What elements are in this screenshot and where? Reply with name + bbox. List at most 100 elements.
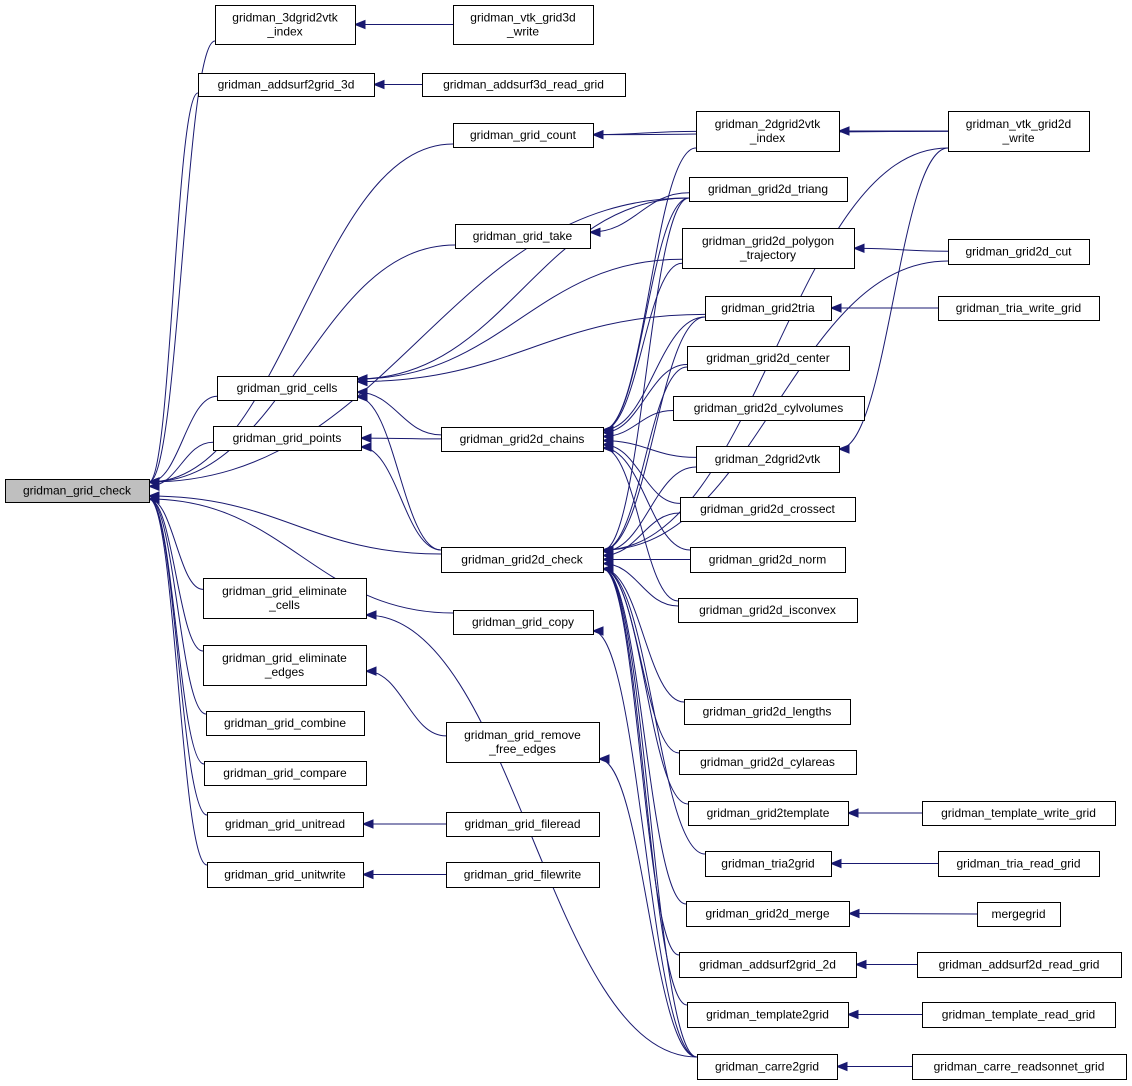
node-g2template[interactable]: gridman_grid2template [688, 801, 849, 826]
node-gcount[interactable]: gridman_grid_count [453, 123, 594, 148]
node-remfree[interactable]: gridman_grid_remove_free_edges [446, 722, 600, 763]
node-box[interactable] [441, 427, 604, 452]
node-vtk2d[interactable]: gridman_vtk_grid2d_write [948, 111, 1090, 152]
node-box[interactable] [690, 547, 846, 573]
node-box[interactable] [680, 497, 856, 522]
node-unitread[interactable]: gridman_grid_unitread [207, 812, 364, 837]
node-isconvex[interactable]: gridman_grid2d_isconvex [678, 598, 858, 623]
node-cylareas[interactable]: gridman_grid2d_cylareas [679, 750, 857, 775]
node-box[interactable] [441, 547, 604, 573]
call-edge [601, 564, 688, 1006]
node-box[interactable] [453, 5, 594, 45]
node-box[interactable] [422, 73, 626, 97]
node-tpl2grid[interactable]: gridman_template2grid [687, 1002, 849, 1028]
node-check2d[interactable]: gridman_grid2d_check [441, 547, 604, 573]
node-combine[interactable]: gridman_grid_combine [206, 711, 365, 736]
node-g2d2vtk[interactable]: gridman_2dgrid2vtk [696, 446, 840, 473]
node-box[interactable] [678, 598, 858, 623]
node-tria2grid[interactable]: gridman_tria2grid [705, 851, 832, 877]
node-box[interactable] [679, 750, 857, 775]
node-crossect[interactable]: gridman_grid2d_crossect [680, 497, 856, 522]
node-box[interactable] [705, 851, 832, 877]
node-elimcells[interactable]: gridman_grid_eliminate_cells [203, 578, 367, 619]
call-edge [847, 908, 978, 919]
node-addsurf3d[interactable]: gridman_addsurf2grid_3d [198, 73, 375, 97]
node-box[interactable] [446, 812, 600, 837]
node-box[interactable] [912, 1054, 1127, 1080]
node-g2tria[interactable]: gridman_grid2tria [705, 296, 832, 321]
node-label: gridman_template2grid [706, 1008, 829, 1022]
node-box[interactable] [688, 801, 849, 826]
node-triawrite[interactable]: gridman_tria_write_grid [938, 296, 1100, 321]
node-polytraj[interactable]: gridman_grid2d_polygon_trajectory [682, 228, 855, 269]
node-addsurf2d[interactable]: gridman_addsurf2grid_2d [679, 952, 857, 978]
node-box[interactable] [705, 296, 832, 321]
node-box[interactable] [203, 578, 367, 619]
node-fileread[interactable]: gridman_grid_fileread [446, 812, 600, 837]
node-merge[interactable]: gridman_grid2d_merge [686, 901, 850, 927]
node-g3d2vtk[interactable]: gridman_3dgrid2vtk_index [215, 5, 356, 45]
node-center[interactable]: gridman_grid2d_center [687, 346, 850, 371]
node-box[interactable] [446, 862, 600, 888]
node-box[interactable] [217, 376, 358, 401]
node-box[interactable] [206, 711, 365, 736]
node-addsurf3dread[interactable]: gridman_addsurf3d_read_grid [422, 73, 626, 97]
node-box[interactable] [682, 228, 855, 269]
node-box[interactable] [684, 699, 851, 725]
node-box[interactable] [5, 479, 150, 503]
node-g2d2vtkidx[interactable]: gridman_2dgrid2vtk_index [696, 111, 840, 152]
node-box[interactable] [948, 111, 1090, 152]
node-box[interactable] [696, 446, 840, 473]
node-box[interactable] [198, 73, 375, 97]
node-box[interactable] [687, 1002, 849, 1028]
node-take[interactable]: gridman_grid_take [455, 224, 591, 249]
node-box[interactable] [673, 396, 865, 421]
node-box[interactable] [948, 239, 1090, 265]
node-box[interactable] [697, 1054, 838, 1080]
node-carreread[interactable]: gridman_carre_readsonnet_grid [912, 1054, 1127, 1080]
node-cut[interactable]: gridman_grid2d_cut [948, 239, 1090, 265]
node-triang[interactable]: gridman_grid2d_triang [689, 177, 848, 202]
node-box[interactable] [203, 645, 367, 686]
node-copy[interactable]: gridman_grid_copy [453, 610, 594, 635]
node-box[interactable] [213, 426, 362, 451]
node-tplwrite[interactable]: gridman_template_write_grid [922, 801, 1116, 826]
node-cylvol[interactable]: gridman_grid2d_cylvolumes [673, 396, 865, 421]
node-box[interactable] [917, 952, 1122, 978]
node-check[interactable]: gridman_grid_check [5, 479, 150, 503]
node-box[interactable] [696, 111, 840, 152]
node-box[interactable] [922, 1002, 1116, 1028]
node-mergegrid[interactable]: mergegrid [977, 902, 1061, 927]
node-box[interactable] [977, 902, 1061, 927]
node-addsurf2dread[interactable]: gridman_addsurf2d_read_grid [917, 952, 1122, 978]
node-label: gridman_grid_fileread [464, 817, 580, 831]
node-box[interactable] [207, 862, 364, 888]
node-box[interactable] [922, 801, 1116, 826]
node-box[interactable] [207, 812, 364, 837]
node-box[interactable] [679, 952, 857, 978]
node-filewrite[interactable]: gridman_grid_filewrite [446, 862, 600, 888]
node-points[interactable]: gridman_grid_points [213, 426, 362, 451]
node-triaread[interactable]: gridman_tria_read_grid [938, 851, 1100, 877]
node-box[interactable] [938, 296, 1100, 321]
node-vtk3d[interactable]: gridman_vtk_grid3d_write [453, 5, 594, 45]
node-box[interactable] [938, 851, 1100, 877]
node-box[interactable] [686, 901, 850, 927]
node-box[interactable] [453, 610, 594, 635]
node-tplread[interactable]: gridman_template_read_grid [922, 1002, 1116, 1028]
node-box[interactable] [215, 5, 356, 45]
node-compare[interactable]: gridman_grid_compare [204, 761, 367, 786]
node-carre[interactable]: gridman_carre2grid [697, 1054, 838, 1080]
node-unitwrite[interactable]: gridman_grid_unitwrite [207, 862, 364, 888]
node-box[interactable] [204, 761, 367, 786]
node-chains[interactable]: gridman_grid2d_chains [441, 427, 604, 452]
node-box[interactable] [453, 123, 594, 148]
node-box[interactable] [687, 346, 850, 371]
node-elimedges[interactable]: gridman_grid_eliminate_edges [203, 645, 367, 686]
node-lengths[interactable]: gridman_grid2d_lengths [684, 699, 851, 725]
node-cells[interactable]: gridman_grid_cells [217, 376, 358, 401]
node-norm[interactable]: gridman_grid2d_norm [690, 547, 846, 573]
node-box[interactable] [455, 224, 591, 249]
node-box[interactable] [689, 177, 848, 202]
node-box[interactable] [446, 722, 600, 763]
